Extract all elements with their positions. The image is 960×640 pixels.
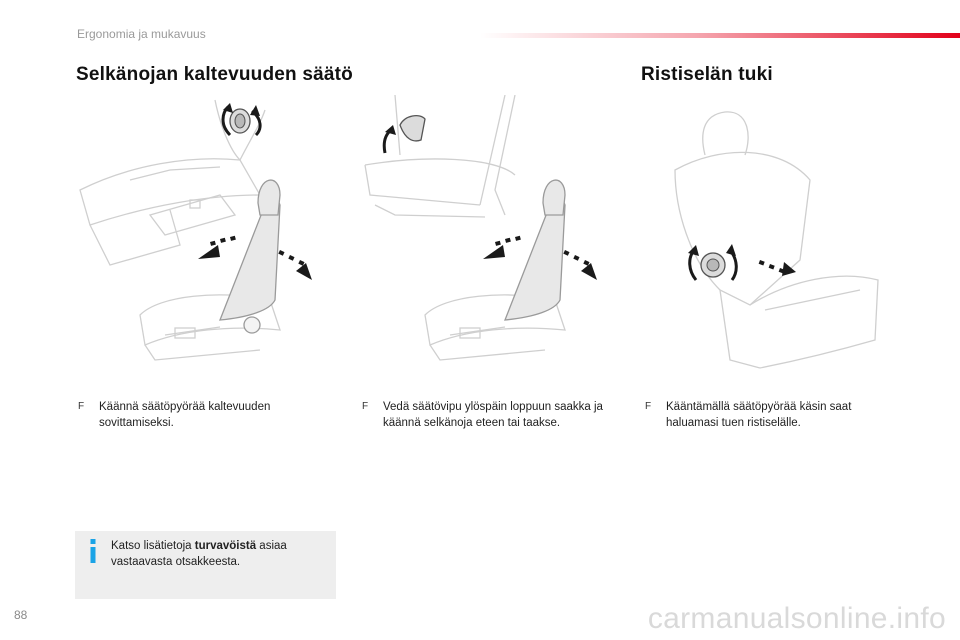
step-bullet: F [645,401,652,412]
chapter-rule [480,33,960,38]
section-title-recline: Selkänojan kaltevuuden säätö [76,64,353,85]
info-note: Katso lisätietoja turvavöistä asiaa vast… [75,531,336,599]
step-bullet: F [362,401,369,412]
step-lumbar-wheel: F Kääntämällä säätöpyörää käsin saat hal… [645,399,880,431]
page-number: 88 [14,608,28,622]
info-icon [90,539,96,563]
step-text: Käännä säätöpyörää kaltevuuden sovittami… [99,401,271,429]
lumbar-support-illustration [674,111,879,369]
step-bullet: F [78,401,85,412]
step-recline-wheel: F Käännä säätöpyörää kaltevuuden sovitta… [78,399,308,431]
seat-recline-lever-illustration [364,95,597,361]
watermark: carmanualsonline.info [647,602,946,635]
info-note-text-before: Katso lisätietoja [111,540,195,552]
step-text: Kääntämällä säätöpyörää käsin saat halua… [666,401,852,429]
info-note-text-after: asiaa vastaavasta otsakkeesta. [111,540,287,568]
seat-recline-wheel-illustration [79,99,312,361]
info-note-link-term: turvavöistä [194,540,257,552]
info-note-text: Katso lisätietoja turvavöistä asiaa vast… [111,538,326,570]
step-text: Vedä säätövipu ylöspäin loppuun saakka j… [383,401,603,429]
step-recline-lever: F Vedä säätövipu ylöspäin loppuun saakka… [362,399,627,431]
section-title-lumbar: Ristiselän tuki [641,64,773,85]
chapter-title: Ergonomia ja mukavuus [77,27,206,41]
